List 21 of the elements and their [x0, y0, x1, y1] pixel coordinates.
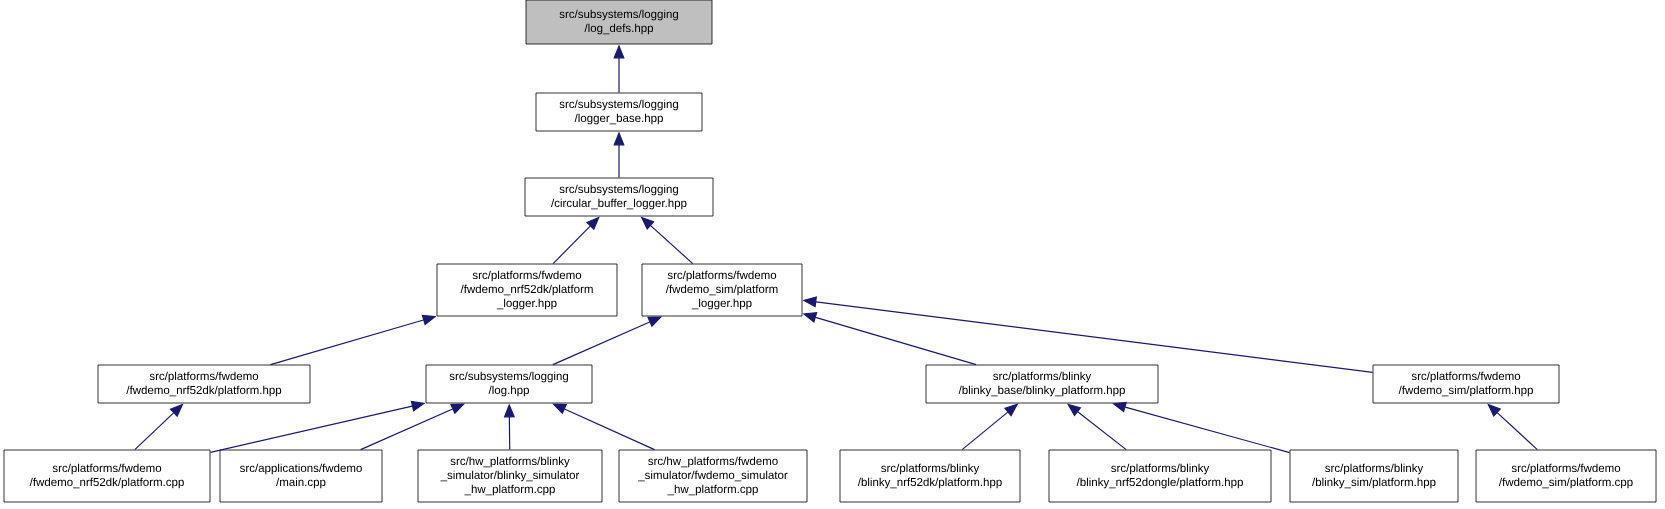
arrow	[1112, 401, 1291, 454]
file-box: src/subsystems/logging /circular_buffer_logger.hpp	[524, 177, 714, 217]
file-box: src/applications/fwdemo /main.cpp	[219, 449, 383, 503]
file-box: src/hw_platforms/fwdemo _simulator/fwdemo_simulator _hw_platform.cpp	[618, 449, 808, 503]
file-box: src/platforms/blinky /blinky_base/blinky_platform.hpp	[925, 364, 1159, 404]
file-box: src/platforms/fwdemo /fwdemo_nrf52dk/platform _logger.hpp	[436, 263, 618, 317]
file-box: src/hw_platforms/blinky _simulator/blinky_simulator _hw_platform.cpp	[417, 449, 603, 503]
arrow	[1487, 403, 1538, 451]
file-box: src/platforms/fwdemo /fwdemo_sim/platform _logger.hpp	[641, 263, 803, 317]
file-box: src/platforms/fwdemo /fwdemo_nrf52dk/platform.hpp	[97, 364, 311, 404]
file-box: src/subsystems/logging /log_defs.hpp	[525, 0, 713, 45]
file-box: src/subsystems/logging /log.hpp	[425, 364, 593, 404]
file-box: src/platforms/blinky /blinky_sim/platform.hpp	[1289, 449, 1459, 503]
file-box: src/platforms/fwdemo /fwdemo_nrf52dk/platform.cpp	[3, 449, 211, 503]
file-box: src/subsystems/logging /logger_base.hpp	[535, 92, 703, 132]
file-box: src/platforms/blinky /blinky_nrf52dongle/platform.hpp	[1048, 449, 1272, 503]
arrow	[552, 403, 656, 451]
file-box: src/platforms/fwdemo /fwdemo_sim/platform.hpp	[1372, 364, 1560, 404]
arrow	[552, 216, 600, 265]
file-box: src/platforms/fwdemo /fwdemo_sim/platform.cpp	[1475, 449, 1657, 503]
file-box: src/platforms/blinky /blinky_nrf52dk/platform.hpp	[839, 449, 1021, 503]
